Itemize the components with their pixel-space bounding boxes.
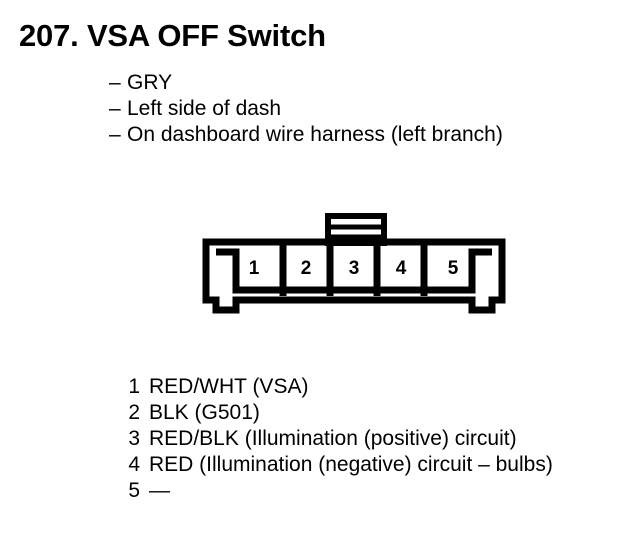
pin-description: BLK (G501) — [149, 401, 260, 424]
list-item: – Left side of dash — [109, 96, 629, 122]
pin-assignment-list: 1 RED/WHT (VSA) 2 BLK (G501) 3 RED/BLK (… — [118, 374, 618, 504]
pin-description: — — [149, 479, 170, 502]
cavity-number-2: 2 — [301, 258, 312, 279]
connector-location-list: – GRY – Left side of dash – On dashboard… — [109, 70, 629, 148]
dash-bullet-icon: – — [109, 71, 121, 94]
cavity-number-3: 3 — [349, 258, 360, 279]
list-item-label: GRY — [127, 71, 173, 94]
list-item: – On dashboard wire harness (left branch… — [109, 122, 629, 148]
list-item: 3 RED/BLK (Illumination (positive) circu… — [118, 426, 618, 452]
list-item: 4 RED (Illumination (negative) circuit –… — [118, 452, 618, 478]
list-item: 5 — — [118, 478, 618, 504]
list-item: 2 BLK (G501) — [118, 400, 618, 426]
connector-drawing: 1 2 3 4 5 — [202, 213, 506, 314]
pin-description: RED/WHT (VSA) — [149, 375, 309, 398]
dash-bullet-icon: – — [109, 97, 121, 120]
list-item: 1 RED/WHT (VSA) — [118, 374, 618, 400]
dash-bullet-icon: – — [109, 123, 121, 146]
pin-description: RED (Illumination (negative) circuit – b… — [149, 453, 553, 476]
cavity-number-5: 5 — [448, 258, 459, 279]
pin-description: RED/BLK (Illumination (positive) circuit… — [149, 427, 517, 450]
list-item-label: On dashboard wire harness (left branch) — [127, 123, 503, 146]
cavity-number-4: 4 — [396, 258, 407, 279]
connector-diagram: 1 2 3 4 5 — [196, 210, 516, 320]
pin-number: 2 — [128, 401, 140, 424]
pin-number: 1 — [128, 375, 140, 398]
list-item: – GRY — [109, 70, 629, 96]
pin-number: 4 — [128, 453, 140, 476]
pin-number: 5 — [128, 479, 140, 502]
page-title: 207. VSA OFF Switch — [19, 18, 326, 53]
cavity-number-1: 1 — [249, 258, 260, 279]
connector-housing — [202, 238, 506, 314]
pin-number: 3 — [128, 427, 140, 450]
list-item-label: Left side of dash — [127, 97, 282, 120]
